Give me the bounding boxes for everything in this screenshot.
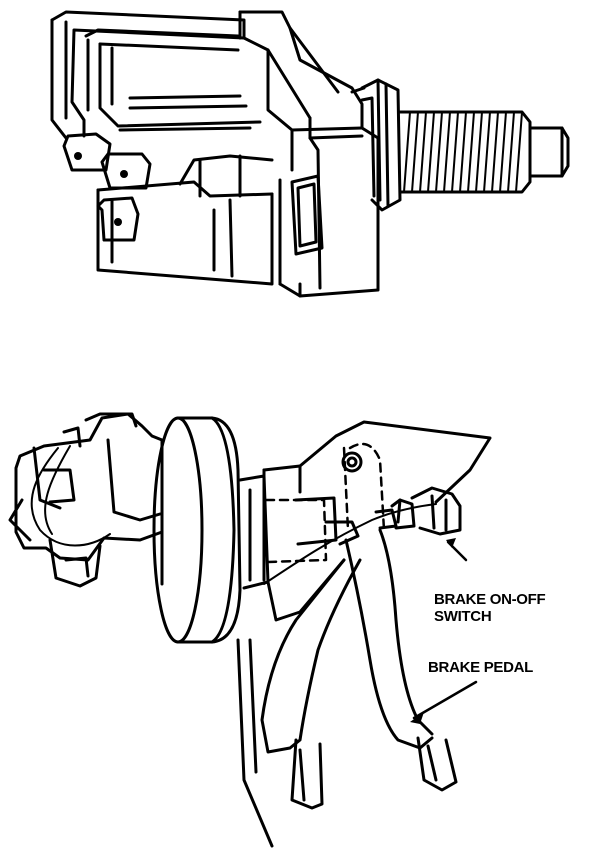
firewall — [236, 638, 274, 848]
pedal-leader-line — [412, 680, 478, 720]
terminal-hole — [120, 170, 128, 178]
switch-threaded-plunger — [398, 110, 570, 194]
switch-mount-nut — [350, 78, 402, 212]
brake-pedal-arm — [344, 528, 458, 792]
switch-leader-arrowhead — [446, 538, 456, 548]
pedal-leader-arrowhead — [410, 712, 424, 724]
brake-switch-label: BRAKE ON-OFF SWITCH — [434, 591, 546, 625]
master-cylinder — [8, 412, 164, 588]
switch-body — [96, 10, 380, 298]
clutch-pedal — [260, 558, 362, 810]
terminal-hole — [74, 152, 82, 160]
brake-switch-installed — [390, 486, 462, 536]
terminal-hole — [114, 218, 122, 226]
brake-booster — [152, 416, 270, 644]
brake-pedal-label: BRAKE PEDAL — [428, 659, 534, 676]
brake-switch-label-line1: BRAKE ON-OFF — [434, 591, 546, 608]
switch-bracket — [50, 10, 262, 140]
plunger-threads — [403, 111, 523, 193]
pedal-pivot-bolt — [341, 451, 363, 473]
brake-lines — [30, 445, 111, 547]
pivot-hidden-outline — [264, 442, 386, 564]
switch-terminals — [62, 132, 152, 242]
switch-wire — [263, 503, 437, 585]
brake-switch-label-line2: SWITCH — [434, 608, 492, 625]
